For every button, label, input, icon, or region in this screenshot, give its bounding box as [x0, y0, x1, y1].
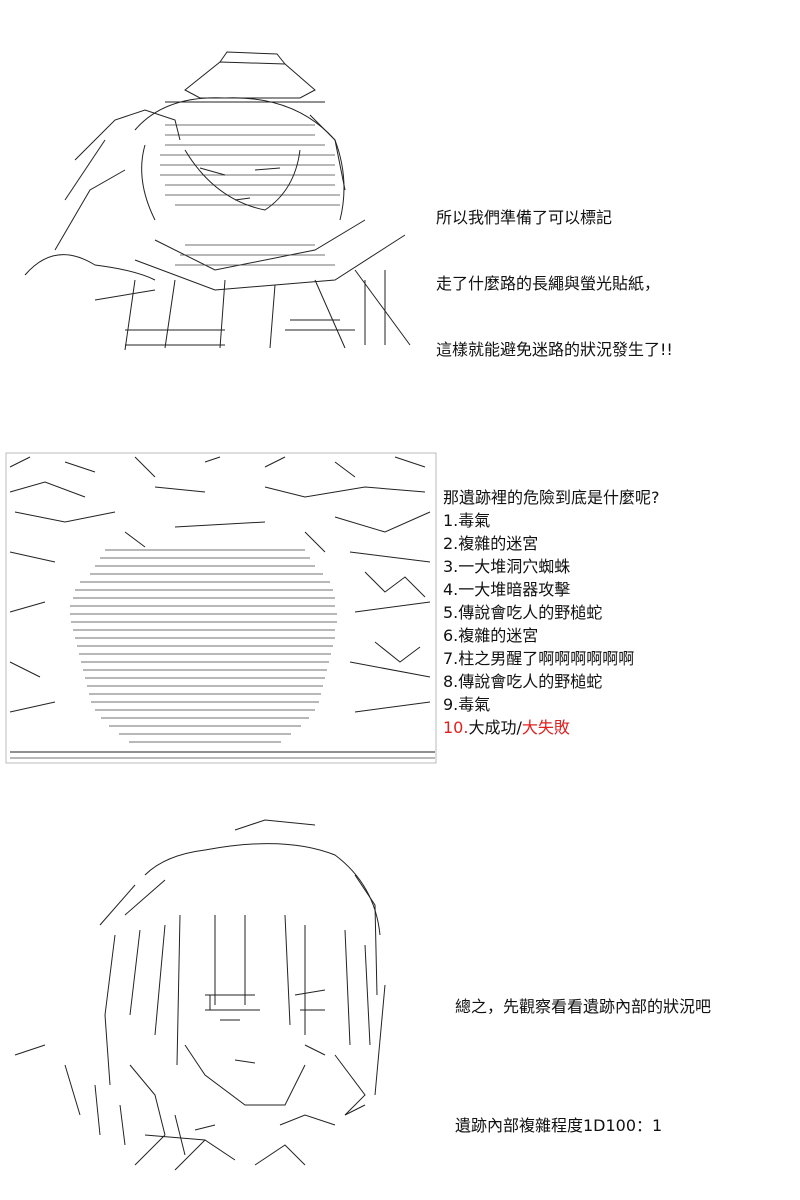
- panel3-line-2: 遺跡內部複雜程度1D100：1: [455, 1116, 663, 1135]
- list-item: 8.傳說會吃人的野槌蛇: [443, 672, 603, 691]
- last-option-number: 10.: [443, 718, 469, 737]
- panel1-line-3: 這樣就能避免迷路的狀況發生了!!: [436, 340, 673, 359]
- danger-options-list: 那遺跡裡的危險到底是什麼呢? 1.毒氣 2.複雜的迷宮 3.一大堆洞穴蜘蛛 4.…: [443, 486, 660, 739]
- panel3-dice-roll: 遺跡內部複雜程度1D100：1: [455, 1071, 662, 1159]
- list-item: 2.複雜的迷宮: [443, 534, 539, 553]
- character-art-saluting: [15, 50, 425, 355]
- list-item: 4.一大堆暗器攻擊: [443, 580, 571, 599]
- list-item: 9.毒氣: [443, 695, 491, 714]
- character-closeup-art: [5, 815, 405, 1175]
- panel1-line-2: 走了什麼路的長繩與螢光貼紙，: [436, 274, 661, 293]
- dark-scene-art: [5, 452, 437, 764]
- list-item: 5.傳說會吃人的野槌蛇: [443, 603, 603, 622]
- last-option-separator: /: [516, 718, 522, 737]
- list-item-last: 10.大成功/大失敗: [443, 716, 660, 739]
- panel3-dialogue: 總之，先觀察看看遺跡內部的狀況吧: [455, 952, 711, 1040]
- list-item: 6.複雜的迷宮: [443, 626, 539, 645]
- last-option-text-b: 大失敗: [521, 718, 570, 737]
- last-option-text-a: 大成功: [468, 718, 517, 737]
- list-item: 1.毒氣: [443, 511, 491, 530]
- list-item: 3.一大堆洞穴蜘蛛: [443, 557, 571, 576]
- panel1-line-1: 所以我們準備了可以標記: [436, 208, 613, 227]
- list-question: 那遺跡裡的危險到底是什麼呢?: [443, 488, 660, 507]
- list-item: 7.柱之男醒了啊啊啊啊啊啊: [443, 649, 635, 668]
- panel1-dialogue: 所以我們準備了可以標記 走了什麼路的長繩與螢光貼紙， 這樣就能避免迷路的狀況發生…: [436, 163, 673, 383]
- panel3-line-1: 總之，先觀察看看遺跡內部的狀況吧: [455, 997, 712, 1016]
